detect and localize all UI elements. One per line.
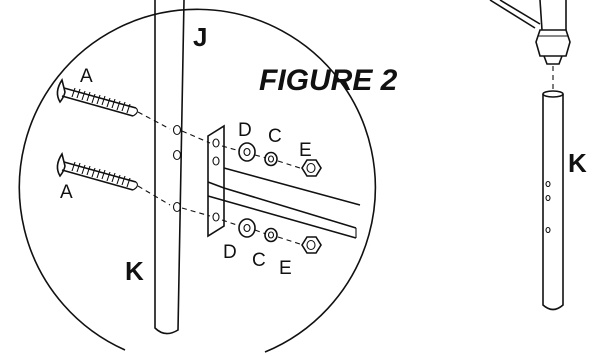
label-e-bottom: E [279, 258, 292, 279]
post-hole-1 [172, 124, 182, 136]
frame-corner [489, 0, 567, 31]
post-hole-2 [172, 149, 182, 161]
figure-title: FIGURE 2 [259, 64, 398, 97]
post-hole-3 [172, 201, 182, 213]
bolt-a-top [56, 78, 138, 117]
leg-socket [535, 29, 571, 65]
washer-d-bottom [238, 218, 256, 238]
detail-circle [18, 8, 377, 353]
label-a-bottom: A [60, 182, 73, 203]
lock-washer-c-top [264, 151, 278, 167]
assembly-lines [137, 111, 301, 245]
bolt-a-bottom [56, 152, 138, 191]
side-rail [207, 167, 361, 239]
label-c-bottom: C [252, 250, 266, 271]
label-d-bottom: D [223, 242, 237, 263]
label-k-leg: K [568, 148, 587, 178]
label-e-top: E [299, 140, 312, 161]
nut-e-bottom [301, 236, 322, 254]
leg-hole-2 [545, 194, 551, 202]
label-c-top: C [268, 126, 282, 147]
nut-e-top [301, 159, 322, 177]
bracket-plate [207, 124, 225, 238]
lock-washer-c-bottom [264, 227, 278, 243]
label-j: J [193, 22, 207, 52]
washer-d-top [238, 142, 256, 162]
leg-hole-3 [545, 226, 551, 234]
leg-k [542, 90, 564, 311]
leg-hole-1 [545, 180, 551, 188]
post [154, 0, 185, 335]
label-a-top: A [80, 66, 93, 87]
label-k-detail: K [125, 256, 144, 286]
label-d-top: D [238, 120, 252, 141]
